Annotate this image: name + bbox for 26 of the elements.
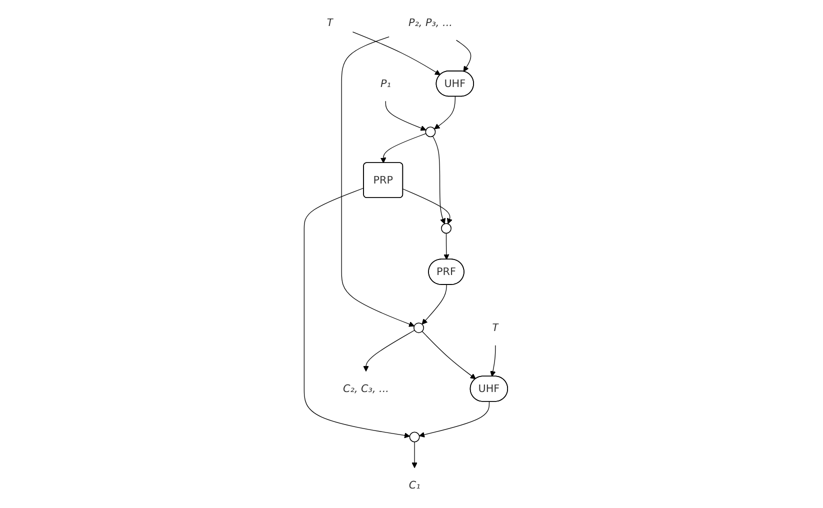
arrow <box>352 32 441 76</box>
arrow <box>490 345 496 377</box>
node-text: P₁ <box>380 77 392 90</box>
arrow <box>444 232 450 260</box>
arrow <box>403 188 453 224</box>
arrow <box>386 100 427 131</box>
arrow <box>456 40 472 72</box>
arrow <box>432 136 446 224</box>
arrow <box>304 188 410 438</box>
arrow <box>364 330 416 372</box>
node-text: T <box>492 321 499 334</box>
arrow <box>412 442 418 468</box>
arrow <box>422 331 476 380</box>
node-circle <box>410 432 420 442</box>
node-circle <box>441 223 452 234</box>
node-text: C₁ <box>409 478 421 492</box>
arrow <box>342 36 415 327</box>
arrow <box>422 284 448 325</box>
node-text: P₂, P₃, ... <box>408 16 453 29</box>
node-text: T <box>327 16 334 29</box>
node-text: C₂, C₃, ... <box>343 382 390 395</box>
node-circle <box>426 126 436 138</box>
arrow <box>419 401 490 438</box>
node-circle <box>414 322 424 334</box>
arrow <box>380 133 427 164</box>
arrow <box>434 96 456 130</box>
